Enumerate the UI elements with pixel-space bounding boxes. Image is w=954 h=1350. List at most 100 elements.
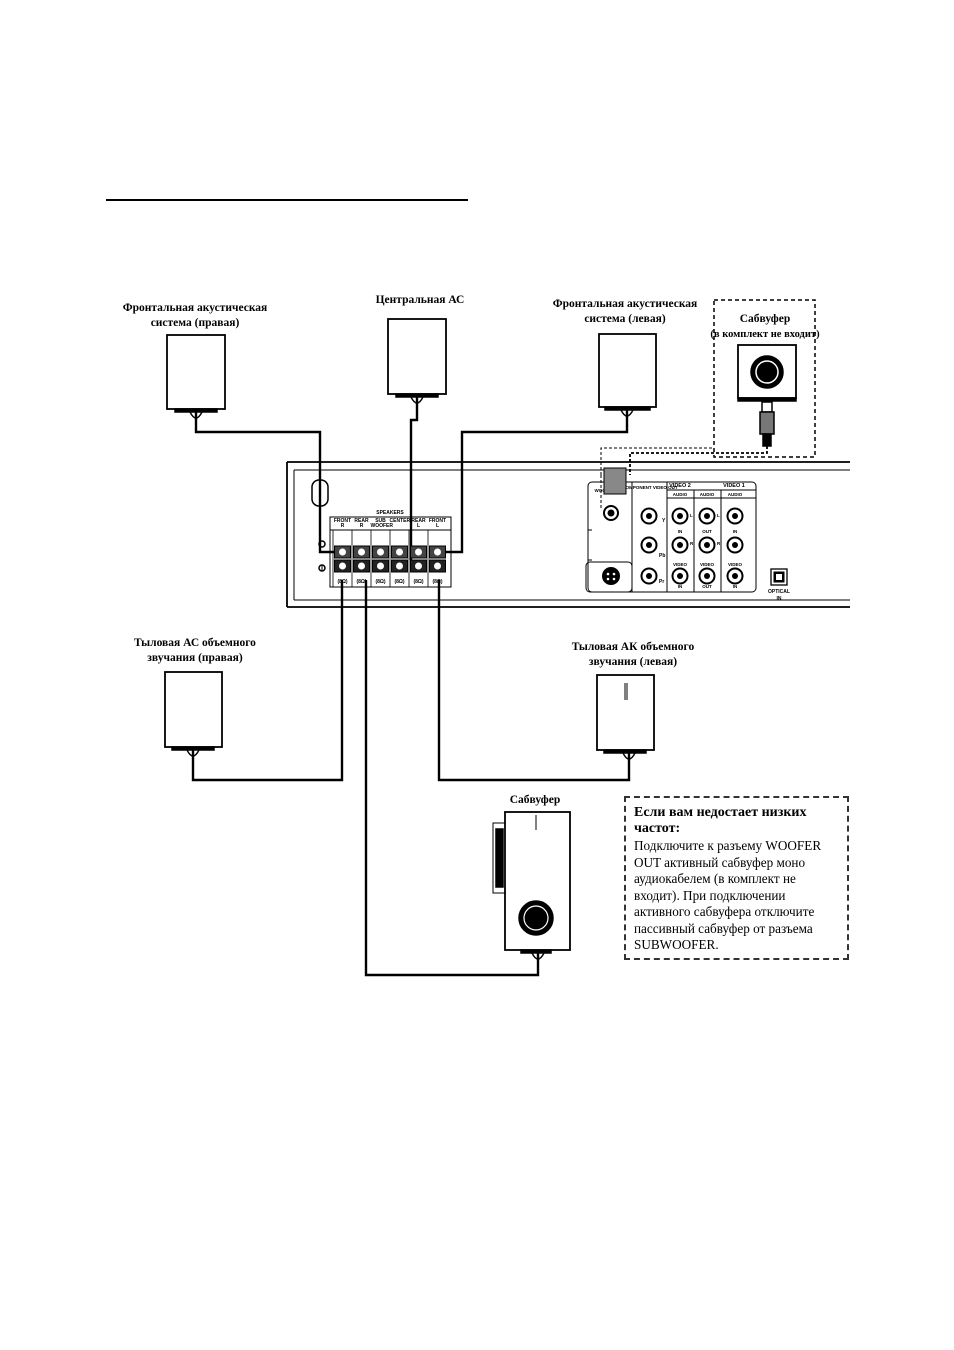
in-label-1: IN (678, 529, 683, 534)
audio-label-v1-in: AUDIO (728, 492, 743, 497)
terminal-hole (339, 548, 346, 556)
optical-label-2: IN (777, 596, 782, 602)
terminal-hole (434, 562, 441, 570)
speaker-center-base (395, 393, 439, 398)
r-label-2: R (717, 541, 721, 546)
woofer-out-jack (603, 467, 627, 521)
rca-jack[interactable] (726, 536, 744, 554)
terminal-label: FRONT (428, 518, 447, 524)
l-label-1: L (690, 513, 693, 518)
terminal-label: FRONT (333, 518, 352, 524)
terminal-impedance: (8Ω) (375, 579, 386, 585)
terminal-label: SUB (375, 518, 386, 524)
terminal-impedance: (8Ω) (394, 579, 405, 585)
terminal-hole (415, 548, 422, 556)
terminal-label: REAR (411, 518, 426, 524)
terminal-hole (396, 562, 403, 570)
video1-label: VIDEO 1 (723, 483, 745, 489)
terminal-label: REAR (354, 518, 369, 524)
terminal-hole (396, 548, 403, 556)
rca-jack[interactable] (726, 507, 744, 525)
terminal-sublabel: R (359, 523, 364, 529)
audio-label-v1-out: AUDIO (700, 492, 715, 497)
rca-jack[interactable] (698, 507, 716, 525)
terminal-label: CENTER (389, 518, 411, 524)
terminal-hole (358, 562, 365, 570)
speaker-front-right (166, 334, 226, 410)
l-label-2: L (717, 513, 720, 518)
pb-label: Pb (659, 553, 665, 559)
bass-note: Если вам недостает низких частот: Подклю… (624, 796, 849, 960)
rca-jack[interactable] (671, 507, 689, 525)
rca-jack[interactable] (726, 567, 744, 585)
rca-jack[interactable] (640, 536, 658, 554)
heading-rule (106, 199, 468, 201)
video-label-3: VIDEO (728, 562, 743, 567)
speaker-terminal[interactable] (370, 530, 389, 587)
optical-label-1: OPTICAL (768, 589, 790, 595)
s-video-jack (602, 567, 620, 585)
subwoofer-active (737, 344, 797, 447)
terminal-hole (377, 562, 384, 570)
rca-jack[interactable] (698, 567, 716, 585)
speaker-front-right-base (174, 408, 218, 413)
rca-jack[interactable] (640, 507, 658, 525)
note-title: Если вам недостает низких частот: (634, 805, 807, 836)
av-jack-section (585, 481, 757, 593)
terminal-impedance: (8Ω) (356, 579, 367, 585)
in-label-4: IN (733, 584, 738, 589)
cable-curls (186, 396, 636, 960)
video2-label: VIDEO 2 (669, 483, 691, 489)
terminal-sublabel: L (416, 523, 421, 529)
speaker-front-left-base (604, 406, 651, 411)
rca-jack[interactable] (671, 536, 689, 554)
label-center: Центральная АС (375, 294, 465, 306)
terminal-impedance: (8Ω) (432, 579, 443, 585)
speaker-terminal[interactable] (427, 530, 446, 587)
speaker-rear-right-base (171, 746, 215, 751)
terminal-hole (434, 548, 441, 556)
terminal-sublabel: R (340, 523, 345, 529)
out-label-2: OUT (702, 584, 712, 589)
out-label-1: OUT (702, 529, 712, 534)
terminal-hole (358, 548, 365, 556)
speaker-terminal[interactable] (389, 530, 408, 587)
jacks-layer (640, 507, 744, 585)
speaker-front-left (598, 333, 657, 408)
rca-jack[interactable] (698, 536, 716, 554)
subwoofer-passive (492, 811, 571, 954)
speaker-terminal[interactable] (408, 530, 427, 587)
rca-jack[interactable] (671, 567, 689, 585)
speaker-rear-right (164, 671, 223, 748)
speaker-rear-left-base (603, 749, 647, 754)
video-label-2: VIDEO (700, 562, 715, 567)
y-label: Y (662, 518, 666, 524)
pr-label: Pr (659, 579, 664, 585)
speaker-terminal[interactable] (332, 530, 351, 587)
rca-jack[interactable] (640, 567, 658, 585)
terminal-sublabel: L (435, 523, 440, 529)
receiver-rear-panel (286, 461, 850, 608)
in-label-3: IN (678, 584, 683, 589)
speaker-cables (191, 397, 631, 977)
subwoofer-active-frame (713, 299, 816, 458)
terminal-hole (415, 562, 422, 570)
r-label-1: R (690, 541, 694, 546)
terminal-hole (339, 562, 346, 570)
terminal-hole (377, 548, 384, 556)
terminal-sublabel: WOOFER (370, 523, 394, 529)
speaker-terminal[interactable] (351, 530, 370, 587)
audio-label-v2: AUDIO (673, 492, 688, 497)
video-label-1: VIDEO (673, 562, 688, 567)
note-body: Подключите к разъему WOOFER OUT активный… (634, 838, 822, 952)
label-subwoofer-passive: Сабвуфер (509, 794, 561, 806)
label-subwoofer-active: Сабвуфер(в комплект не входит) (710, 313, 820, 340)
speakers-header: SPEAKERS (376, 510, 404, 516)
terminal-impedance: (8Ω) (413, 579, 424, 585)
speaker-center (387, 318, 447, 395)
